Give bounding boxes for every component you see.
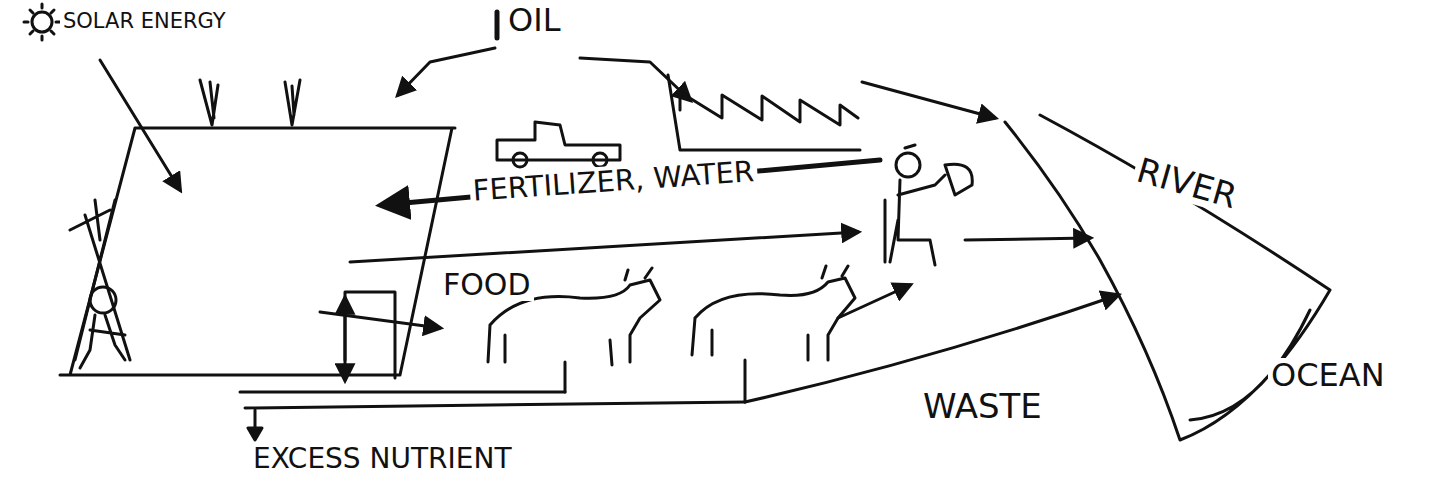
- sketch-label: FERTILIZER, WATER: [469, 156, 758, 208]
- nutrient-arrow: [344, 298, 347, 360]
- factory: [668, 75, 860, 150]
- nutrient-loop: [345, 292, 395, 380]
- cow-waste-line: [564, 362, 567, 392]
- person-waste-arrow: [965, 238, 1090, 240]
- oil-arrow: [580, 58, 690, 100]
- sketch-label: OIL: [505, 3, 563, 38]
- sunlight-arrow: [100, 60, 180, 190]
- truck: [497, 122, 620, 167]
- food-arrow: [350, 232, 858, 262]
- sketch-label: OCEAN: [1268, 358, 1388, 393]
- drain-line: [240, 392, 745, 408]
- oil-well: [495, 12, 500, 38]
- sketch-label: SOLAR ENERGY: [60, 10, 229, 33]
- person-eating: [885, 145, 972, 265]
- arrowhead: [248, 428, 262, 440]
- sketch-label: RIVER: [1130, 151, 1244, 217]
- oil-arrow: [398, 48, 495, 95]
- waste-arrow: [745, 295, 1118, 402]
- feed-arrow: [320, 312, 440, 328]
- sketch-label: WASTE: [920, 388, 1045, 425]
- cow: [692, 266, 855, 360]
- sketch-label: FOOD: [440, 268, 534, 301]
- factory-outflow-arrow: [862, 82, 995, 118]
- person-under-tree: [70, 200, 130, 368]
- sketch-label: EXCESS NUTRIENT: [250, 444, 515, 475]
- cow-waste-line: [744, 360, 747, 402]
- cow-to-person-arrow: [838, 285, 910, 318]
- sun-symbol: [24, 4, 60, 40]
- crop-tufts: [200, 80, 300, 125]
